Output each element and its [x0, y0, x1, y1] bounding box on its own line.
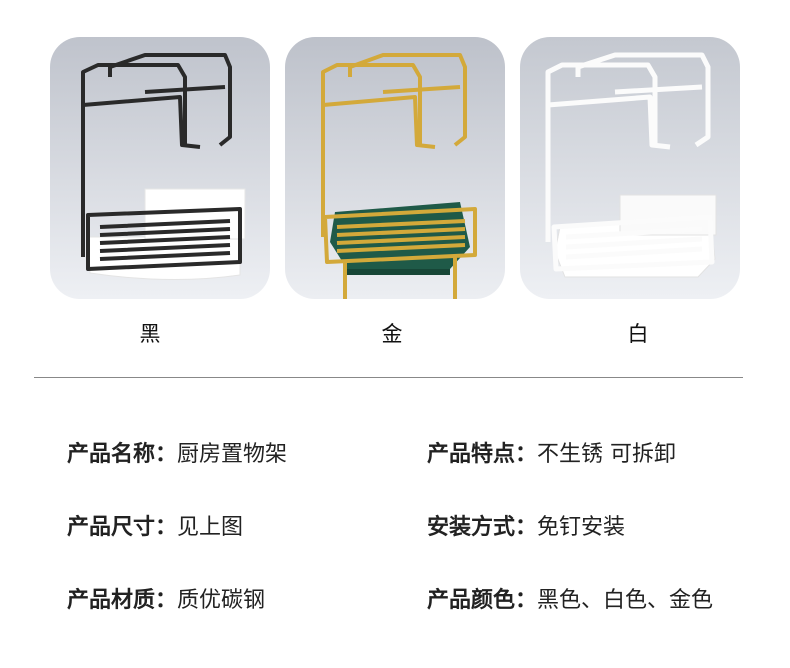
spec-value: 不生锈 可拆卸: [537, 442, 677, 467]
product-image-gold: [285, 37, 505, 299]
spec-key: 产品颜色：: [427, 588, 538, 613]
spec-key: 安装方式：: [427, 515, 538, 540]
section-divider: [34, 377, 743, 378]
spec-key: 产品名称：: [67, 442, 178, 467]
spec-product-name: 产品名称：厨房置物架: [67, 436, 287, 468]
spec-key: 产品材质：: [67, 588, 178, 613]
spec-product-size: 产品尺寸：见上图: [67, 509, 243, 541]
spec-value: 厨房置物架: [177, 442, 288, 467]
spec-install-method: 安装方式：免钉安装: [427, 509, 625, 541]
rack-illustration-gold: [285, 37, 505, 299]
spec-value: 黑色、白色、金色: [537, 588, 714, 613]
spec-product-material: 产品材质：质优碳钢: [67, 582, 265, 614]
spec-key: 产品特点：: [427, 442, 538, 467]
spec-value: 免钉安装: [537, 515, 626, 540]
spec-key: 产品尺寸：: [67, 515, 178, 540]
rack-illustration-black: [50, 37, 270, 299]
color-label-black: 黑: [139, 322, 161, 346]
color-label-white: 白: [627, 322, 649, 346]
rack-illustration-white: [520, 37, 740, 299]
spec-value: 见上图: [177, 515, 244, 540]
product-image-white: [520, 37, 740, 299]
color-label-gold: 金: [381, 322, 403, 346]
spec-value: 质优碳钢: [177, 588, 266, 613]
spec-product-color: 产品颜色：黑色、白色、金色: [427, 582, 713, 614]
spec-product-feature: 产品特点：不生锈 可拆卸: [427, 436, 676, 468]
product-image-black: [50, 37, 270, 299]
